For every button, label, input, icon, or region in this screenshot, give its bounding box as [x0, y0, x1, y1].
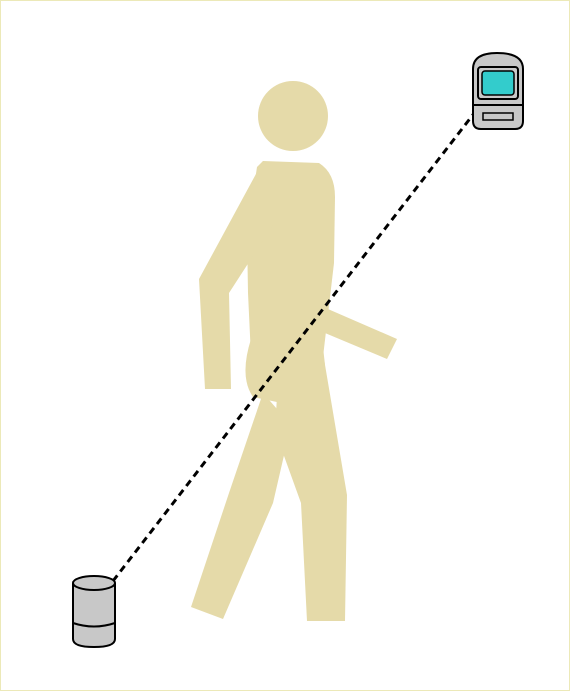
- cylinder-transmitter-icon: [73, 576, 115, 647]
- receiver-slot: [483, 113, 513, 120]
- person-front-leg: [275, 353, 347, 621]
- transmitter-body: [73, 583, 115, 647]
- walking-person-icon: [191, 81, 397, 621]
- transmitter-top: [73, 576, 115, 590]
- receiver-screen: [482, 71, 514, 95]
- person-front-arm: [313, 306, 397, 359]
- person-head: [258, 81, 328, 151]
- scanner-receiver-icon: [473, 53, 523, 129]
